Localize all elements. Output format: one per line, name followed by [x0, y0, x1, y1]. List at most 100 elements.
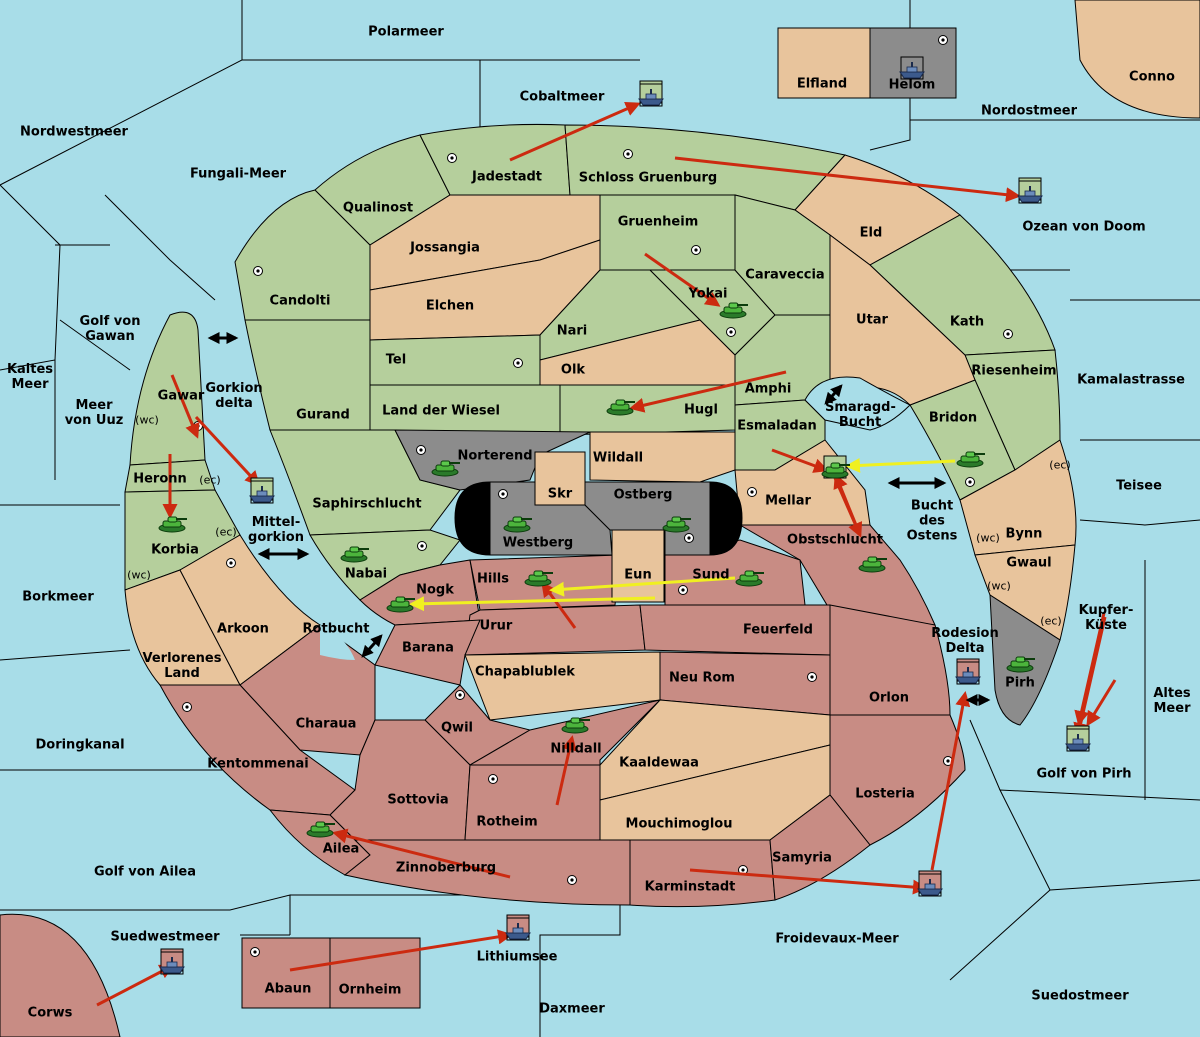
label-elfland: Elfland	[796, 76, 848, 92]
label-kamalastrasse: Kamalastrasse	[1077, 372, 1185, 388]
label-nogk: Nogk	[416, 582, 454, 598]
label-qwil: Qwil	[441, 720, 473, 736]
label-karminstadt: Karminstadt	[644, 879, 736, 895]
label-helom: Helom	[888, 77, 936, 93]
label-bucht-des-ostens: Bucht des Ostens	[906, 498, 958, 544]
coast-label-bynn-ec: (ec)	[1049, 458, 1071, 472]
label-corws: Corws	[27, 1005, 73, 1021]
label-barana: Barana	[402, 640, 454, 656]
label-gwaul: Gwaul	[1006, 555, 1052, 571]
label-ozean-von-doom: Ozean von Doom	[1022, 219, 1146, 235]
label-feuerfeld: Feuerfeld	[743, 622, 813, 638]
label-teisee: Teisee	[1116, 478, 1162, 494]
convoy-routes	[207, 332, 991, 706]
label-pirh: Pirh	[1005, 675, 1035, 691]
land-corws[interactable]	[0, 913, 121, 1037]
label-polarmeer: Polarmeer	[368, 24, 444, 40]
support-orders	[409, 457, 956, 612]
label-westberg: Westberg	[502, 535, 574, 551]
label-chapablublek: Chapablublek	[475, 664, 575, 680]
label-skr: Skr	[547, 486, 573, 502]
label-gawar: Gawar	[157, 388, 205, 404]
fleet-icon	[821, 455, 851, 479]
land-samyria[interactable]	[769, 794, 871, 901]
label-cobaltmeer: Cobaltmeer	[519, 89, 605, 105]
west-peninsula	[124, 311, 321, 686]
label-suedostmeer: Suedostmeer	[1031, 988, 1129, 1004]
coast-label-korbia-ec: (ec)	[215, 525, 237, 539]
label-kath: Kath	[949, 314, 985, 330]
label-heronn: Heronn	[133, 471, 187, 487]
label-orlon: Orlon	[868, 690, 910, 706]
fortress-wall-west	[454, 481, 491, 556]
coast-label-korbia-wc: (wc)	[127, 568, 151, 582]
label-daxmeer: Daxmeer	[539, 1001, 605, 1017]
land-nilldall[interactable]	[468, 699, 662, 766]
fortress-wall-east	[709, 481, 743, 556]
label-rodesion-delta: Rodesion Delta	[931, 626, 999, 656]
land-gruenheim[interactable]	[599, 194, 736, 271]
label-golf-von-gawan: Golf von Gawan	[79, 314, 141, 344]
water-rotbucht[interactable]	[320, 625, 355, 660]
move-orders	[96, 101, 1117, 1007]
fleet-icon	[249, 477, 275, 504]
main-continent	[159, 123, 1077, 908]
label-mittelgorkion: Mittel-gorkion	[248, 515, 304, 545]
label-utar: Utar	[856, 312, 888, 328]
label-samyria: Samyria	[772, 850, 832, 866]
label-mellar: Mellar	[765, 493, 811, 509]
label-rotheim: Rotheim	[476, 814, 538, 830]
label-gurand: Gurand	[296, 407, 350, 423]
label-nordostmeer: Nordostmeer	[980, 103, 1078, 119]
label-urur: Urur	[479, 618, 513, 634]
land-karminstadt[interactable]	[629, 839, 776, 908]
fleet-icon	[1017, 177, 1043, 204]
label-bynn: Bynn	[1005, 526, 1043, 542]
label-jossangia: Jossangia	[410, 240, 480, 256]
label-zinnoberburg: Zinnoberburg	[395, 860, 497, 876]
label-hugl: Hugl	[684, 402, 718, 418]
fleet-icon	[505, 914, 531, 941]
label-ornheim: Ornheim	[338, 982, 402, 998]
label-fungali-meer: Fungali-Meer	[189, 166, 287, 182]
label-nabai: Nabai	[344, 566, 388, 582]
label-ostberg: Ostberg	[613, 487, 673, 503]
fleet-icon	[1065, 725, 1091, 752]
label-nari: Nari	[556, 323, 588, 339]
label-hills: Hills	[477, 571, 509, 587]
land-skr[interactable]	[534, 451, 586, 506]
label-conno: Conno	[1129, 69, 1175, 85]
land-wildall[interactable]	[589, 431, 736, 483]
label-nilldall: Nilldall	[550, 741, 602, 757]
label-riesenheim: Riesenheim	[971, 363, 1057, 379]
label-elchen: Elchen	[425, 298, 475, 314]
land-eun[interactable]	[611, 529, 665, 603]
label-abaun: Abaun	[264, 981, 312, 997]
label-smaragd-bucht: Smaragd-Bucht	[825, 400, 896, 430]
label-kaaldewaa: Kaaldewaa	[619, 755, 699, 771]
fleet-icon	[955, 658, 981, 685]
label-olk: Olk	[560, 362, 586, 378]
label-mouchimoglou: Mouchimoglou	[625, 816, 733, 832]
label-charaua: Charaua	[295, 716, 357, 732]
coast-label-gawar-wc: (wc)	[135, 413, 159, 427]
label-land-der-wiesel: Land der Wiesel	[382, 403, 500, 419]
fleet-icon	[159, 948, 185, 975]
coast-label-heronn-ec: (ec)	[199, 473, 221, 487]
label-eun: Eun	[624, 567, 652, 583]
label-suedwestmeer: Suedwestmeer	[110, 929, 220, 945]
label-arkoon: Arkoon	[217, 621, 269, 637]
label-kupferkueste: Kupfer-Küste	[1078, 603, 1134, 633]
fleets	[159, 56, 1091, 975]
label-ailea: Ailea	[322, 841, 360, 857]
label-qualinost: Qualinost	[342, 200, 414, 216]
label-gorkion-delta: Gorkion delta	[205, 381, 263, 411]
land-urur[interactable]	[464, 604, 646, 656]
label-gruenheim: Gruenheim	[617, 214, 699, 230]
label-norterend: Norterend	[457, 448, 533, 464]
land-ornheim[interactable]	[329, 937, 421, 1009]
label-caraveccia: Caraveccia	[745, 267, 825, 283]
land-barana[interactable]	[374, 619, 481, 686]
